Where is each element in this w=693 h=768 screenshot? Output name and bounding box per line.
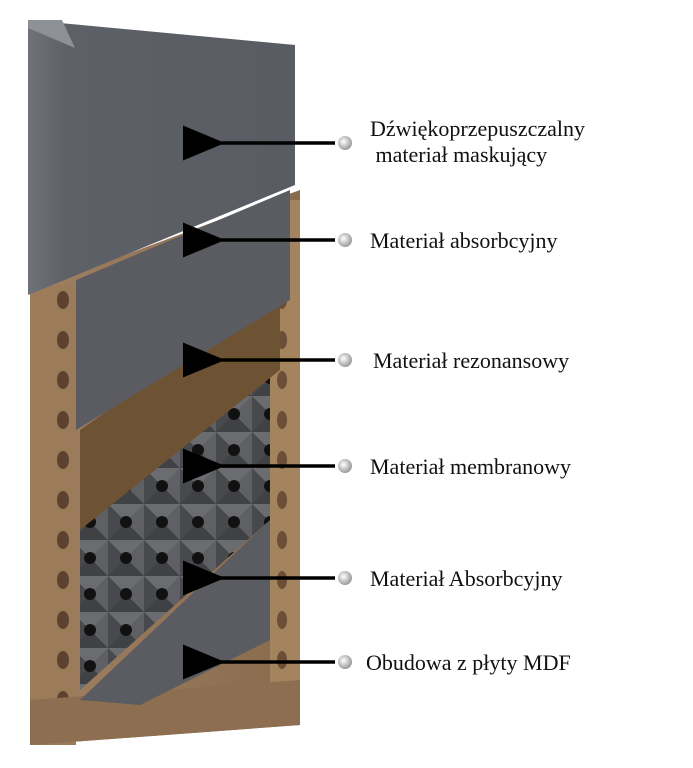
label-masking-line2: materiał maskujący xyxy=(370,142,548,167)
label-absorbing-material-2: Materiał Absorbcyjny xyxy=(370,566,562,592)
dot-housing xyxy=(338,655,352,669)
label-absorbing-material: Materiał absorbcyjny xyxy=(370,228,558,254)
dot-absorb2 xyxy=(338,571,352,585)
mdf-side-left xyxy=(30,285,76,745)
label-masking-line1: Dźwiękoprzepuszczalny xyxy=(370,116,586,141)
side-holes-left xyxy=(57,291,69,709)
masking-fabric-top-edge xyxy=(28,20,75,48)
label-masking-material: Dźwiękoprzepuszczalny materiał maskujący xyxy=(370,116,585,168)
resonance-layer xyxy=(80,290,280,530)
label-resonance-text: Materiał rezonansowy xyxy=(373,348,570,373)
label-absorb2-text: Materiał Absorbcyjny xyxy=(370,566,563,591)
dot-membrane xyxy=(338,459,352,473)
absorber-top xyxy=(76,190,290,430)
label-absorb1-text: Materiał absorbcyjny xyxy=(370,228,558,253)
label-housing-text: Obudowa z płyty MDF xyxy=(366,650,571,675)
membrane-layer xyxy=(80,360,270,690)
dot-masking xyxy=(338,136,352,150)
label-membrane-material: Materiał membranowy xyxy=(370,454,571,480)
label-membrane-text: Materiał membranowy xyxy=(370,454,571,479)
label-resonance-material: Materiał rezonansowy xyxy=(373,348,569,374)
label-mdf-housing: Obudowa z płyty MDF xyxy=(366,650,571,676)
masking-fabric xyxy=(28,20,295,295)
bulb-dots xyxy=(338,136,352,669)
dot-absorb1 xyxy=(338,233,352,247)
dot-resonance xyxy=(338,353,352,367)
arrows xyxy=(183,125,335,680)
